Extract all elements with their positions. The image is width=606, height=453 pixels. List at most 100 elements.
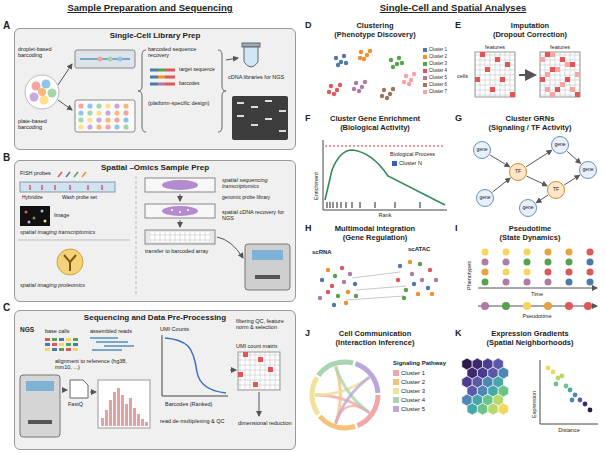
panel-letter: G xyxy=(455,113,462,123)
legend-text: Cluster 5 xyxy=(401,406,425,413)
label-text: target sequence xyxy=(179,67,215,73)
gene-node: gene xyxy=(519,199,537,217)
label-text: dimensional reduction xyxy=(238,420,293,426)
dropout-heatmaps xyxy=(475,52,580,97)
label-text: genomic probe library xyxy=(222,195,292,201)
gene-node: gene xyxy=(551,136,569,154)
regulation-arrow xyxy=(490,155,509,167)
sequencer-machine xyxy=(245,244,290,290)
legend-text: Cluster 3 xyxy=(429,61,447,66)
pseudotime-plot xyxy=(478,249,597,311)
label-text: cells xyxy=(457,73,468,79)
panel-title: (Interaction Inference) xyxy=(305,339,445,348)
node-label: gene xyxy=(479,195,490,201)
imaging-slide xyxy=(20,182,115,192)
panel-letter: E xyxy=(455,20,461,30)
legend-swatch xyxy=(423,55,427,59)
legend-text: Cluster 2 xyxy=(401,379,425,386)
node-label: gene xyxy=(476,147,487,153)
label-text: spatial cDNA recovery for NGS xyxy=(222,209,292,222)
panel-title: (State Dynamics) xyxy=(460,234,600,243)
panel-letter: I xyxy=(455,223,458,233)
cdna-tube xyxy=(242,43,260,67)
label-text: plate-based barcoding xyxy=(18,118,70,131)
gene-node: gene xyxy=(579,161,597,179)
divider xyxy=(136,176,137,296)
node-label: TF xyxy=(553,187,559,193)
label-text: UMI Counts xyxy=(160,326,189,332)
label-text: NGS xyxy=(20,326,34,333)
panel-title: (Phenotype Discovery) xyxy=(305,31,445,40)
panel-letter: D xyxy=(305,20,312,30)
label-text: barcoded sequence recovery xyxy=(148,46,214,59)
label-text: spatial sequencing transcriptomics xyxy=(222,177,292,190)
legend-text: Cluster 7 xyxy=(429,89,447,94)
node-label: gene xyxy=(522,205,533,211)
label-text: scRNA xyxy=(312,249,332,256)
coverage-plot xyxy=(98,380,150,428)
panel-title: Expression Gradients xyxy=(460,330,600,339)
brackets xyxy=(138,50,226,132)
panel-title: Cell Communication xyxy=(305,330,445,339)
axis-label: Enrichment xyxy=(313,172,319,200)
gradient-scatter xyxy=(540,360,598,424)
regulation-arrow xyxy=(493,178,511,192)
legend-swatch xyxy=(423,90,427,94)
legend-swatch xyxy=(423,76,427,80)
regulation-arrow xyxy=(526,150,552,167)
label-text: assembled reads xyxy=(90,328,132,334)
label-text: Distance xyxy=(544,427,594,433)
legend-swatch xyxy=(393,379,399,385)
legend-text: Cluster 6 xyxy=(429,82,447,87)
divider xyxy=(18,240,130,241)
gene-node: TF xyxy=(547,181,565,199)
legend-text: Cluster N xyxy=(399,160,422,166)
panel-letter: F xyxy=(305,113,311,123)
panel-letter: A xyxy=(3,20,10,32)
label-text: scATAC xyxy=(408,246,430,253)
legend-text: Cluster 4 xyxy=(429,68,447,73)
microscope-image xyxy=(20,206,50,226)
node-label: gene xyxy=(582,167,593,173)
label-text: droplet-based barcoding xyxy=(18,46,70,59)
label-text: filtering QC, feature norm & selection xyxy=(236,318,294,331)
regulation-arrow xyxy=(567,151,580,163)
label-text: Biological Process xyxy=(390,151,435,157)
label-text: features xyxy=(540,44,580,50)
node-label: TF xyxy=(515,169,521,175)
axis-label: Phenotypes xyxy=(466,261,472,290)
legend-text: Cluster 1 xyxy=(429,47,447,52)
chord-diagram xyxy=(312,362,378,428)
legend-swatch xyxy=(393,370,399,376)
flow-arrows xyxy=(62,370,259,416)
legend-swatch xyxy=(393,388,399,394)
label-text: Pseudotime xyxy=(507,313,567,319)
legend-swatch xyxy=(423,69,427,73)
cell-cluster xyxy=(25,75,59,109)
legend-text: Cluster 3 xyxy=(401,388,425,395)
assembled-reads xyxy=(90,338,134,350)
panel-letter: K xyxy=(455,328,462,338)
panel-letter: C xyxy=(3,302,10,314)
panel-title: (Gene Regulation) xyxy=(305,234,445,243)
label-text: Image xyxy=(54,212,69,218)
panel-title: Pseudotime xyxy=(460,225,600,234)
gene-node: gene xyxy=(473,141,491,159)
hex-grid xyxy=(462,358,509,415)
section-header: Sample Preparation and Sequencing xyxy=(5,3,295,14)
label-text: Rank xyxy=(365,212,405,218)
label-text: spatial imaging transcriptomics xyxy=(20,229,132,235)
panel-title: Clustering xyxy=(305,22,445,31)
label-text: Time xyxy=(517,291,557,297)
label-text: base calls xyxy=(45,328,69,334)
droplet-chip xyxy=(75,50,135,68)
panel-title: Cluster Gene Enrichment xyxy=(305,115,445,124)
label-text: Wash probe set xyxy=(62,195,97,201)
legend-text: Cluster 5 xyxy=(429,75,447,80)
panel-grounds xyxy=(14,28,296,450)
enrichment-plot xyxy=(323,140,447,210)
node-label: gene xyxy=(554,142,565,148)
barcode-plate xyxy=(75,100,135,132)
knee-plot xyxy=(162,335,228,396)
antibody-icon xyxy=(57,249,83,275)
